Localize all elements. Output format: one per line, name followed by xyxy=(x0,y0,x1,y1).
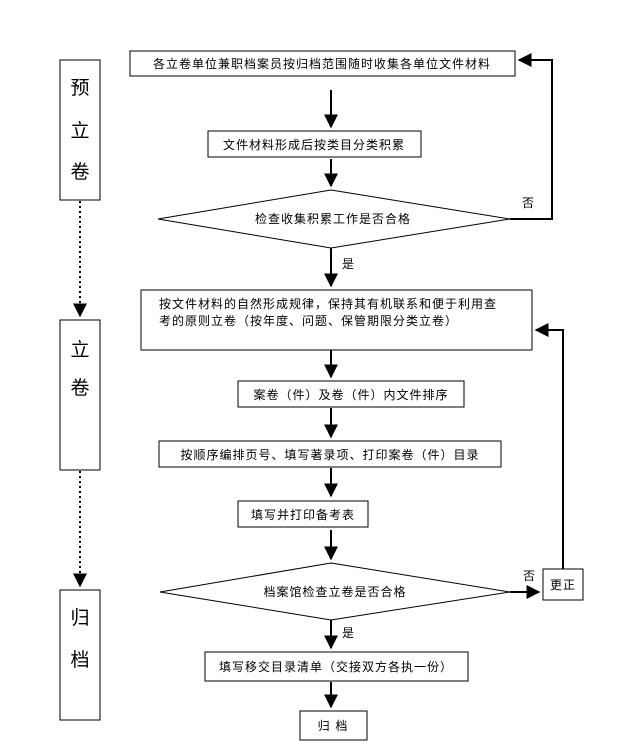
stage-pre-filing-char-1: 预 xyxy=(70,77,89,99)
decision-check-archive-label: 档案馆检查立卷是否合格 xyxy=(263,584,406,599)
stage-archiving-char-1: 归 xyxy=(70,607,89,629)
step-archive-label: 归 档 xyxy=(318,719,349,733)
step-sort-label: 案卷（件）及卷（件）内文件排序 xyxy=(253,387,448,402)
arrow-correct-loop xyxy=(534,323,564,569)
step-collect: 各立卷单位兼职档案员按归档范围随时收集各单位文件材料 xyxy=(129,50,516,77)
step-notes-table-label: 填写并打印备考表 xyxy=(251,508,355,522)
step-transfer-list: 填写移交目录清单（交接双方各执一份） xyxy=(204,651,469,682)
step-number-catalog: 按顺序编排页号、填写著录项、打印案卷（件）目录 xyxy=(158,440,502,468)
label-yes-2: 是 xyxy=(342,626,354,640)
step-number-catalog-label: 按顺序编排页号、填写著录项、打印案卷（件）目录 xyxy=(180,447,479,462)
step-notes-table: 填写并打印备考表 xyxy=(237,500,369,528)
step-collect-label: 各立卷单位兼职档案员按归档范围随时收集各单位文件材料 xyxy=(153,56,491,71)
label-no-2: 否 xyxy=(523,569,535,583)
stage-pre-filing-char-2: 立 xyxy=(70,120,89,142)
step-compose-line-2: 考的原则立卷（按年度、问题、保管期限分类立卷） xyxy=(159,313,458,328)
stage-filing-char-2: 卷 xyxy=(70,377,89,399)
step-compose-files: 按文件材料的自然形成规律，保持其有机联系和便于利用查 考的原则立卷（按年度、问题… xyxy=(140,289,533,351)
step-classify-label: 文件材料形成后按类目分类积累 xyxy=(223,137,405,152)
arrow-check-collect-no-loop xyxy=(510,53,553,220)
decision-check-collect: 检查收集积累工作是否合格 xyxy=(157,189,511,249)
stage-archiving: 归 档 xyxy=(59,589,101,721)
step-classify: 文件材料形成后按类目分类积累 xyxy=(207,130,422,158)
stage-filing-char-1: 立 xyxy=(70,339,89,361)
decision-check-collect-label: 检查收集积累工作是否合格 xyxy=(255,211,411,226)
step-transfer-list-label: 填写移交目录清单（交接双方各执一份） xyxy=(219,659,453,674)
stage-pre-filing-char-3: 卷 xyxy=(70,161,89,183)
step-sort: 案卷（件）及卷（件）内文件排序 xyxy=(237,380,465,408)
label-no-1: 否 xyxy=(522,196,534,210)
stage-archiving-char-2: 档 xyxy=(70,649,89,671)
stage-pre-filing: 预 立 卷 xyxy=(59,59,101,201)
step-archive: 归 档 xyxy=(299,710,368,741)
stage-filing: 立 卷 xyxy=(59,319,101,471)
step-compose-line-1: 按文件材料的自然形成规律，保持其有机联系和便于利用查 xyxy=(159,296,497,311)
step-correct: 更正 xyxy=(542,568,584,601)
step-correct-label: 更正 xyxy=(550,578,576,592)
decision-check-archive: 档案馆检查立卷是否合格 xyxy=(159,562,511,621)
label-yes-1: 是 xyxy=(342,257,354,271)
